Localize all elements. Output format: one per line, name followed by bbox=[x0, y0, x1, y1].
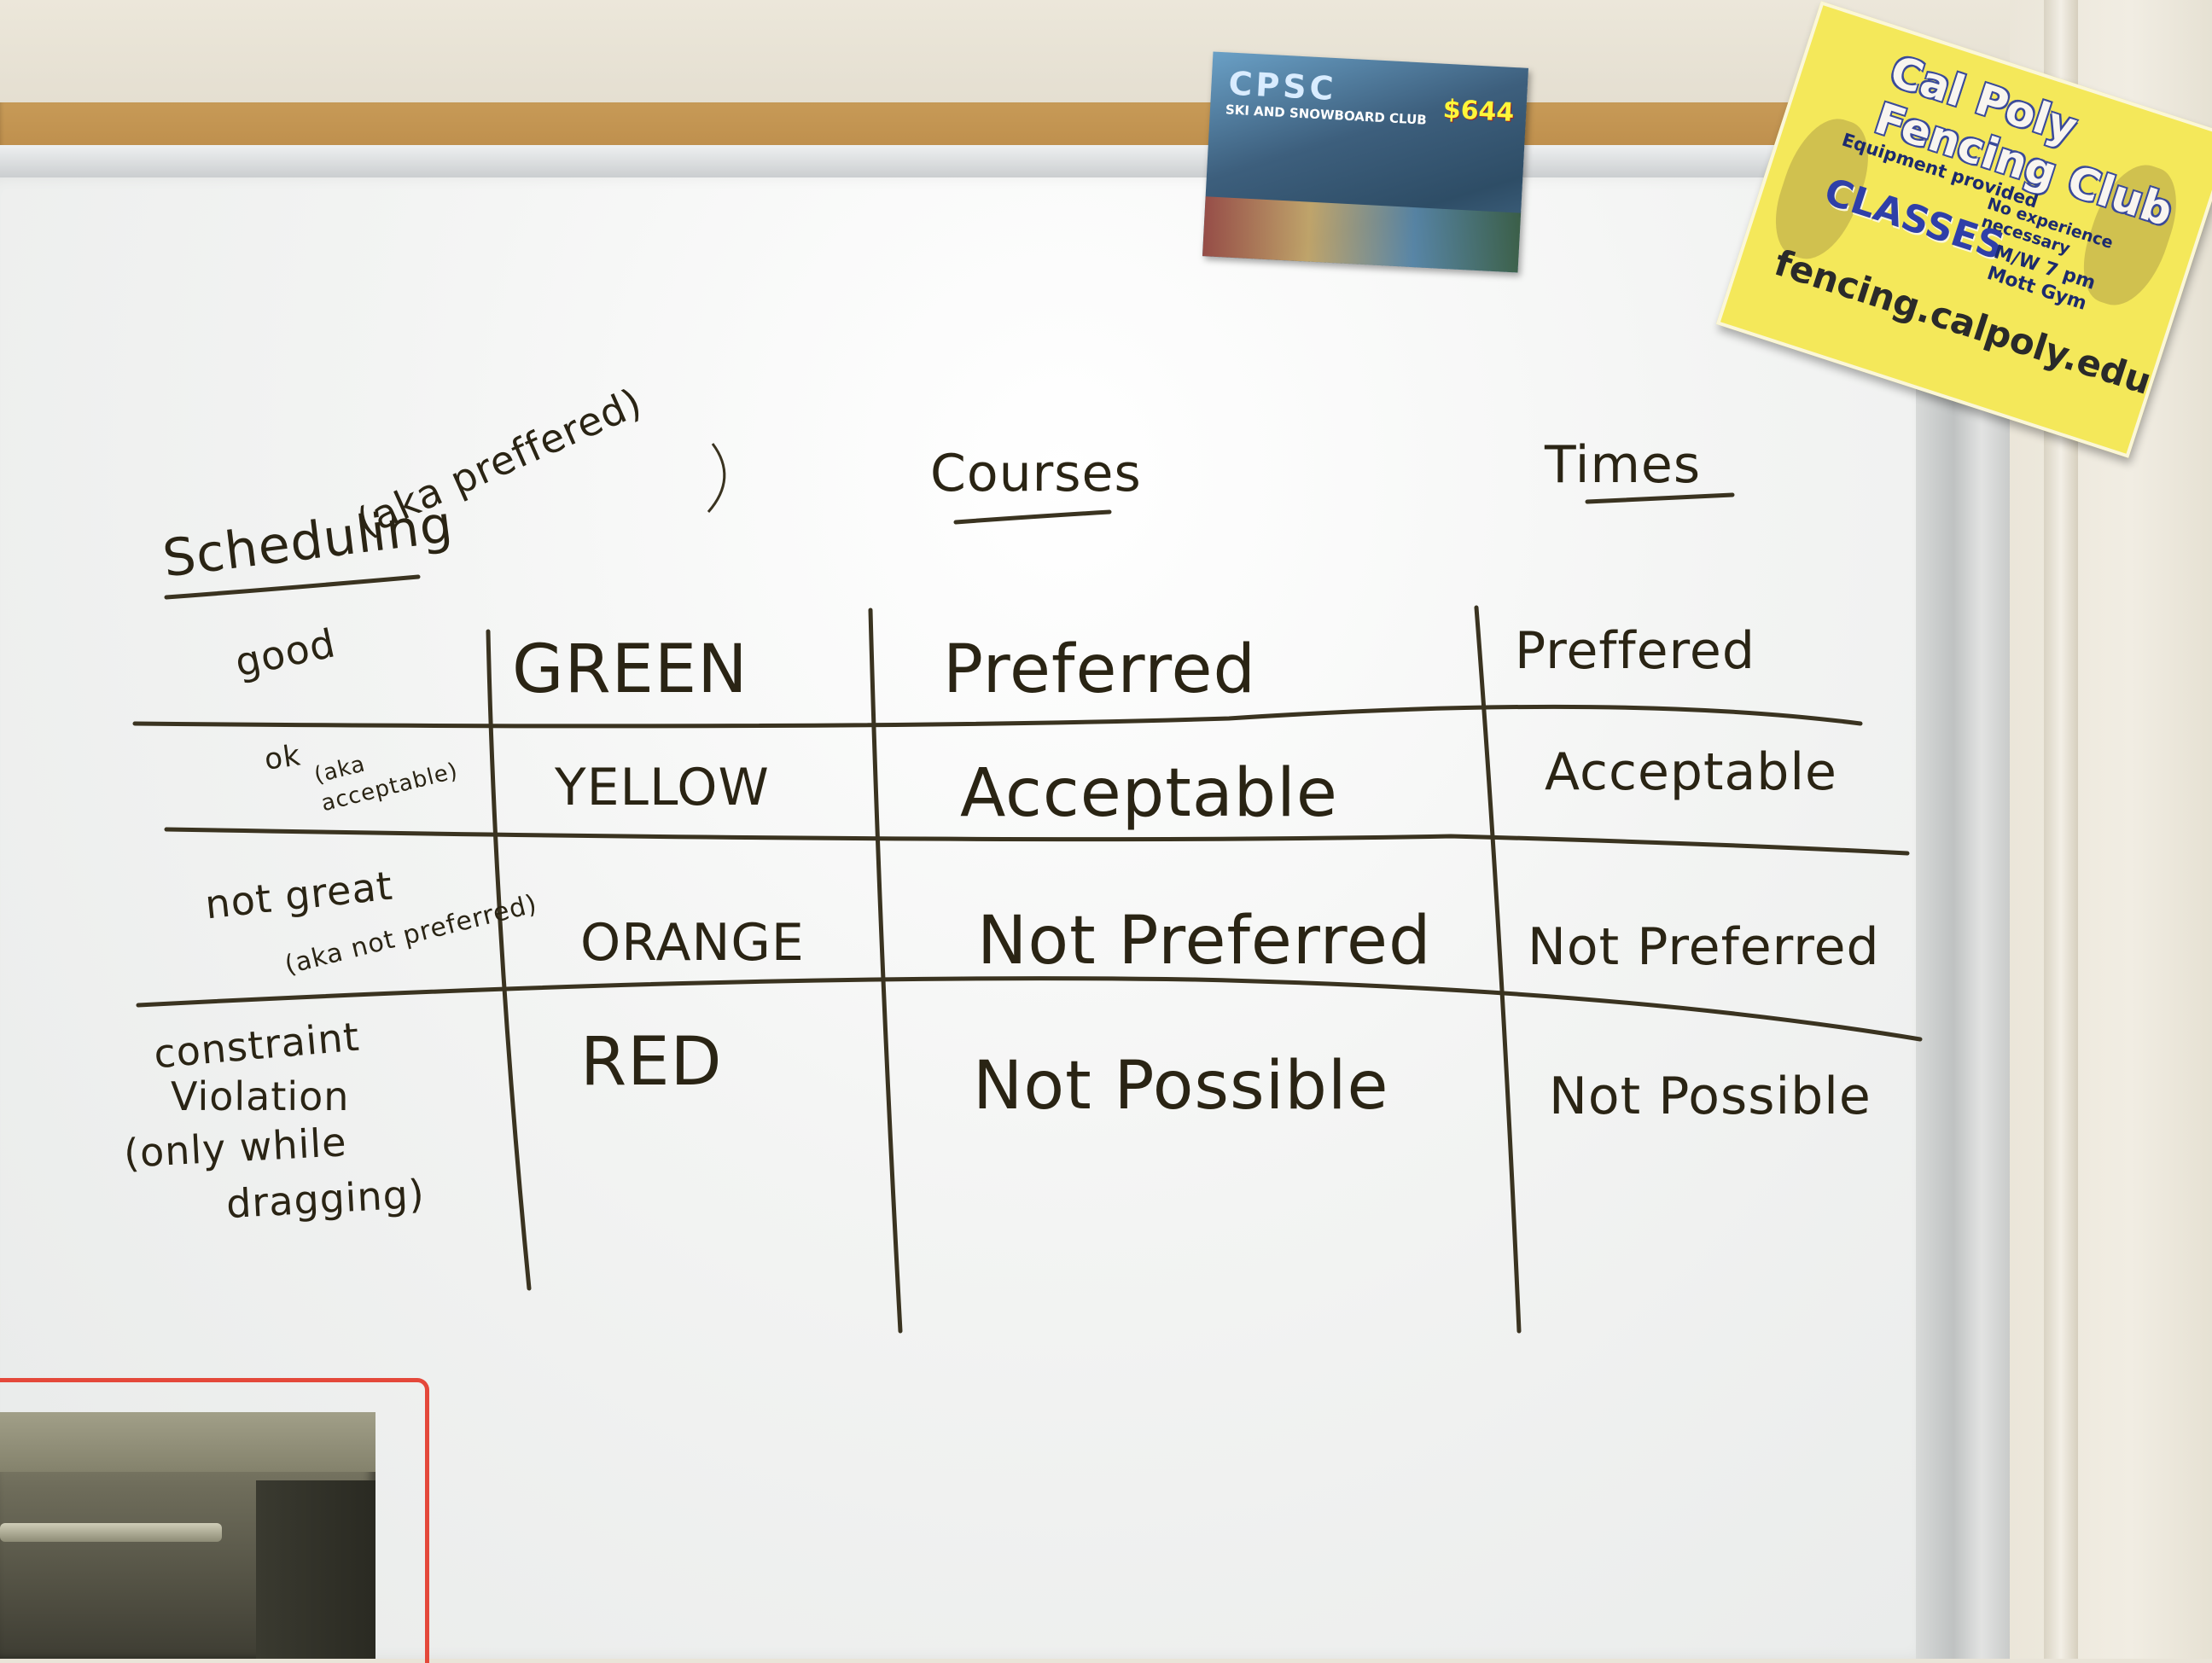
times-not-preferred: Not Preferred bbox=[1528, 917, 1880, 977]
scheduling-underline bbox=[164, 574, 421, 600]
vline-3 bbox=[1474, 605, 1522, 1334]
computer-tower bbox=[0, 1412, 375, 1659]
label-violation: Violation bbox=[171, 1073, 350, 1119]
computer-front-panel bbox=[256, 1480, 375, 1659]
times-underline bbox=[1585, 492, 1735, 504]
vline-2 bbox=[868, 608, 903, 1334]
ski-club-flyer: CPSC SKI AND SNOWBOARD CLUB $644 bbox=[1202, 51, 1529, 273]
flyer-logo: CPSC bbox=[1227, 64, 1338, 108]
aka-bracket bbox=[707, 443, 726, 513]
hline-2 bbox=[164, 827, 1910, 856]
whiteboard bbox=[0, 177, 1933, 1659]
courses-underline bbox=[953, 509, 1112, 525]
color-red: RED bbox=[580, 1024, 723, 1101]
color-orange: ORANGE bbox=[580, 913, 805, 973]
computer-top bbox=[0, 1412, 375, 1472]
red-floor-tape bbox=[0, 1378, 429, 1663]
color-green: GREEN bbox=[512, 631, 748, 708]
header-times: Times bbox=[1545, 435, 1702, 495]
header-courses: Courses bbox=[930, 444, 1142, 503]
times-preffered: Preffered bbox=[1515, 621, 1755, 681]
courses-preferred: Preferred bbox=[943, 631, 1257, 708]
flyer-price: $644 bbox=[1441, 94, 1516, 129]
courses-acceptable: Acceptable bbox=[960, 755, 1338, 832]
times-acceptable: Acceptable bbox=[1545, 742, 1837, 802]
vline-1 bbox=[486, 629, 532, 1291]
label-ok: ok bbox=[262, 738, 304, 777]
hline-1 bbox=[132, 704, 1863, 729]
courses-not-possible: Not Possible bbox=[973, 1048, 1389, 1125]
times-not-possible: Not Possible bbox=[1549, 1067, 1871, 1126]
color-yellow: YELLOW bbox=[555, 758, 770, 817]
hline-3 bbox=[136, 976, 1923, 1042]
drive-slot bbox=[0, 1523, 222, 1542]
courses-not-preferred: Not Preferred bbox=[977, 903, 1432, 980]
